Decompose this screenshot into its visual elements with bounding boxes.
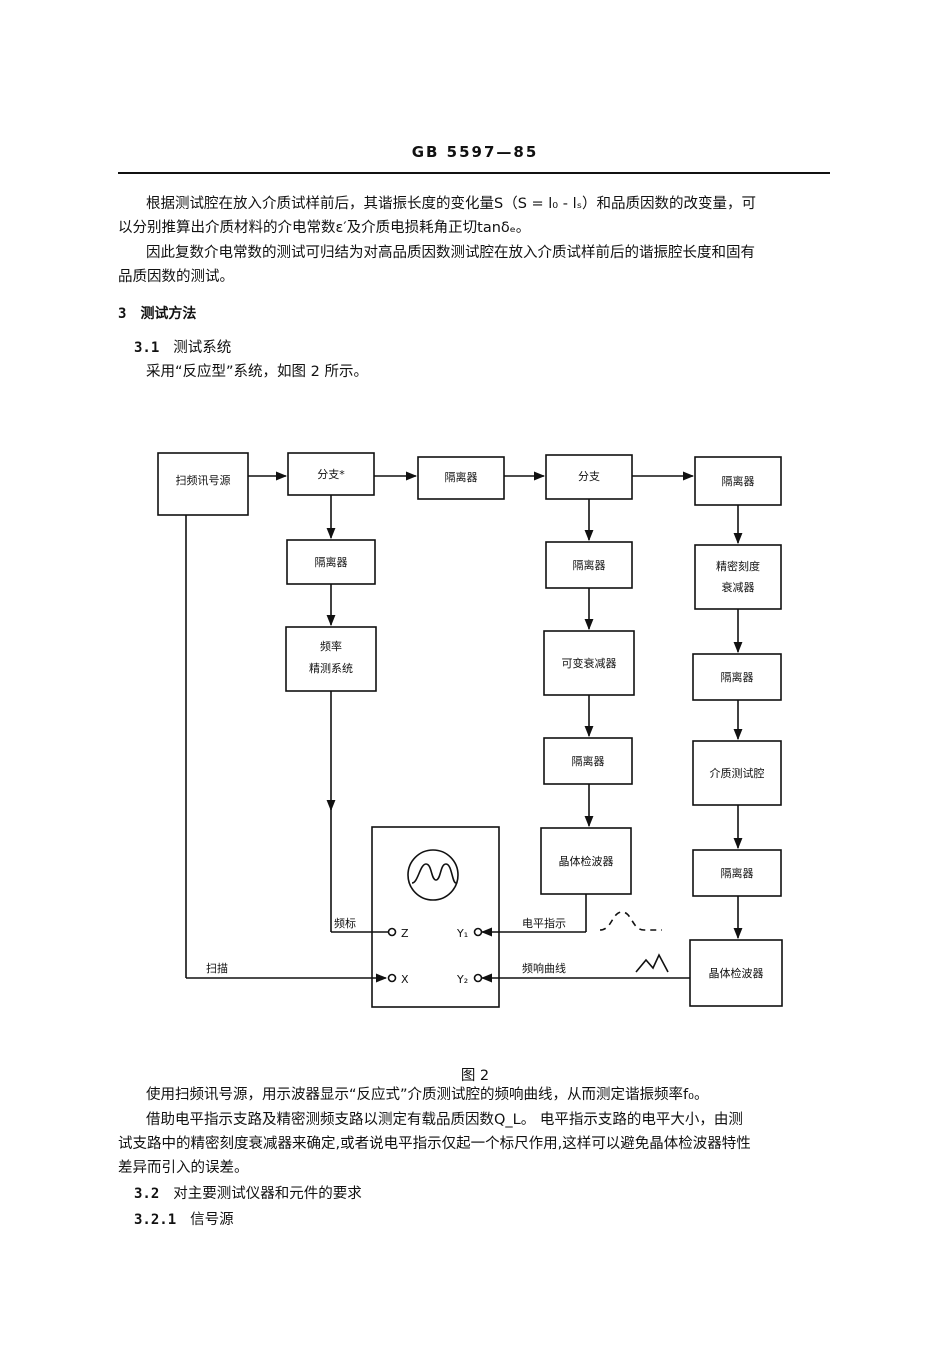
dielectric-cavity-label: 介质测试腔 xyxy=(710,766,765,780)
isolator-top2-label: 隔离器 xyxy=(722,474,755,488)
sweep-label: 扫描 xyxy=(206,961,228,975)
after-para2-line1: 借助电平指示支路及精密测频支路以测定有载品质因数Q_L。 电平指示支路的电平大小… xyxy=(146,1112,743,1128)
crystal-detector-col3-block xyxy=(689,939,783,1007)
section-3-2-title: 对主要测试仪器和元件的要求 xyxy=(173,1186,362,1202)
precision-attenuator-label-1: 精密刻度 xyxy=(716,559,760,573)
isolator-col2a-label: 隔离器 xyxy=(573,558,606,572)
section-3-2-number: 3.2 xyxy=(134,1186,160,1202)
section-3-heading: 3 测试方法 xyxy=(118,303,196,323)
section-3-title: 测试方法 xyxy=(140,306,197,322)
isolator-col2b-label: 隔离器 xyxy=(572,754,605,768)
isolator-col3b-label: 隔离器 xyxy=(721,866,754,880)
scope-x-label: X xyxy=(401,973,409,986)
scope-y1-label: Y₁ xyxy=(456,927,468,940)
figure-caption: 图 2 xyxy=(460,1068,490,1084)
isolator-top1-label: 隔离器 xyxy=(445,470,478,484)
precision-attenuator-block xyxy=(694,544,782,610)
isolator-col2b-block xyxy=(543,737,633,785)
section-3-1-body: 采用“反应型”系统，如图 2 所示。 xyxy=(146,364,368,380)
after-para2-line3: 差异而引入的误差。 xyxy=(118,1160,249,1176)
branch1-label: 分支* xyxy=(317,468,345,481)
freq-measure-block xyxy=(285,626,377,692)
after-para1: 使用扫频讯号源，用示波器显示“反应式”介质测试腔的频响曲线，从而测定谐振频率f₀… xyxy=(146,1087,709,1103)
section-3-2-1-heading: 3.2.1 信号源 xyxy=(134,1208,234,1232)
intro-para1-line1: 根据测试腔在放入介质试样前后，其谐振长度的变化量S（S = l₀ - lₛ）和品… xyxy=(146,196,757,212)
variable-attenuator-label: 可变衰减器 xyxy=(562,656,617,670)
dielectric-cavity-block xyxy=(692,740,782,806)
response-curve-sketch xyxy=(635,953,669,973)
scope-y2-label: Y₂ xyxy=(456,973,468,986)
intro-para2-line2: 品质因数的测试。 xyxy=(118,269,234,285)
freq-measure-label-1: 频率 xyxy=(320,639,342,653)
crystal-detector-col3-label: 晶体检波器 xyxy=(709,966,764,980)
isolator-top1-block xyxy=(417,456,505,500)
isolator-col3a-block xyxy=(692,653,782,701)
oscilloscope-trace xyxy=(411,863,457,884)
section-3-2-1-number: 3.2.1 xyxy=(134,1212,177,1228)
sweep-source-block xyxy=(157,452,249,516)
isolator-col3a-label: 隔离器 xyxy=(721,670,754,684)
intro-para2-line1: 因此复数介电常数的测试可归结为对高品质因数测试腔在放入介质试样前后的谐振腔长度和… xyxy=(146,245,755,261)
after-para2-line2: 试支路中的精密刻度衰减器来确定,或者说电平指示仅起一个标尺作用,这样可以避免晶体… xyxy=(118,1136,751,1152)
freq-measure-label-2: 精测系统 xyxy=(309,662,353,675)
level-pulse-sketch xyxy=(599,911,662,931)
standard-code-header: GB 5597—85 xyxy=(411,143,539,161)
isolator-col1-label: 隔离器 xyxy=(315,555,348,569)
intro-para1-line2: 以分别推算出介质材料的介电常数ε′及介质电损耗角正切tanδₑ。 xyxy=(118,220,531,236)
oscilloscope-block xyxy=(371,826,500,1008)
crystal-detector-col2-label: 晶体检波器 xyxy=(559,854,614,868)
sweep-source-label: 扫频讯号源 xyxy=(176,473,231,487)
scope-z-label: Z xyxy=(401,927,409,940)
precision-attenuator-label-2: 衰减器 xyxy=(722,580,755,594)
section-3-2-heading: 3.2 对主要测试仪器和元件的要求 xyxy=(134,1182,362,1206)
freq-marker-label: 频标 xyxy=(334,916,356,930)
header-rule xyxy=(118,172,830,174)
freq-response-label: 频响曲线 xyxy=(522,961,566,975)
level-indicator-label: 电平指示 xyxy=(522,916,566,930)
section-3-number: 3 xyxy=(118,306,127,322)
section-3-1-number: 3.1 xyxy=(134,340,160,356)
oscilloscope-screen xyxy=(407,849,459,901)
branch2-label: 分支 xyxy=(578,470,600,483)
isolator-col3b-block xyxy=(692,849,782,897)
section-3-1-title: 测试系统 xyxy=(173,340,232,356)
section-3-1-heading: 3.1 测试系统 xyxy=(134,336,231,360)
section-3-2-1-title: 信号源 xyxy=(190,1212,234,1228)
